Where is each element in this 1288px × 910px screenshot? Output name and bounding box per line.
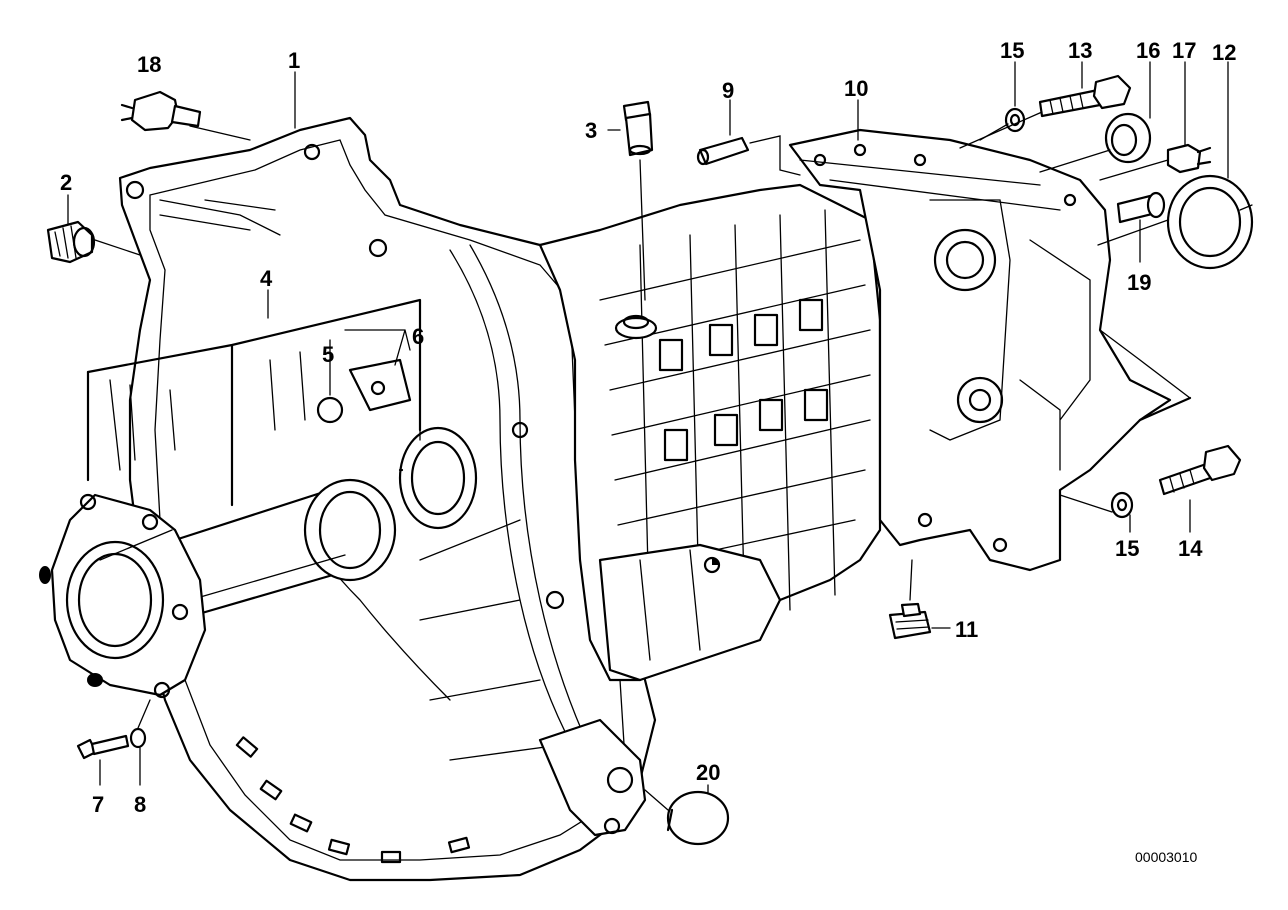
cover-cap-20 [666, 790, 730, 846]
callout-20: 20 [696, 760, 720, 785]
bolt-7 [76, 734, 130, 760]
washer-15-upper [1004, 107, 1026, 133]
callout-6: 6 [412, 324, 424, 349]
radial-shaft-seal-12 [1166, 174, 1254, 270]
callout-9: 9 [722, 78, 734, 103]
screw-plug-2 [46, 220, 96, 264]
radial-shaft-seal-6 [398, 426, 478, 530]
callout-12: 12 [1212, 40, 1236, 65]
document-number: 00003010 [1135, 849, 1198, 865]
washer-8 [129, 727, 147, 749]
callout-10: 10 [844, 76, 868, 101]
bracket [348, 358, 412, 412]
callout-15-upper: 15 [1000, 38, 1024, 63]
callout-3: 3 [585, 118, 597, 143]
screw-plug-3 [622, 100, 654, 157]
extension-housing [788, 128, 1192, 572]
reverse-light-switch-18 [120, 90, 202, 132]
callout-18: 18 [137, 52, 161, 77]
callout-11: 11 [955, 617, 978, 642]
callout-8: 8 [134, 792, 146, 817]
callout-17: 17 [1172, 38, 1196, 63]
callout-15-lower: 15 [1115, 536, 1139, 561]
sender-unit-17 [1166, 143, 1212, 174]
sealing-plug-5 [316, 396, 344, 424]
guide-sleeve-assembly [39, 298, 422, 699]
callout-7: 7 [92, 792, 104, 817]
hex-bolt-13 [1038, 74, 1132, 118]
leader-lines [67, 61, 1253, 811]
hex-bolt-14 [1158, 444, 1242, 496]
callout-13: 13 [1068, 38, 1092, 63]
callout-14: 14 [1178, 536, 1203, 561]
screw-19 [1116, 191, 1166, 224]
callout-2: 2 [60, 170, 72, 195]
drain-plug-11 [888, 602, 932, 640]
bell-housing [118, 116, 657, 882]
callout-4: 4 [260, 266, 273, 291]
callout-19: 19 [1127, 270, 1151, 295]
callout-5: 5 [322, 342, 334, 367]
callout-1: 1 [288, 48, 300, 73]
radial-seal-16 [1104, 112, 1152, 164]
callout-labels: 1 2 3 4 5 6 7 8 9 10 11 12 13 14 15 15 1… [60, 38, 1236, 865]
callout-16: 16 [1136, 38, 1160, 63]
gearbox-case [538, 183, 882, 682]
dowel-pin-9 [696, 136, 750, 166]
washer-15-lower [1110, 491, 1134, 519]
